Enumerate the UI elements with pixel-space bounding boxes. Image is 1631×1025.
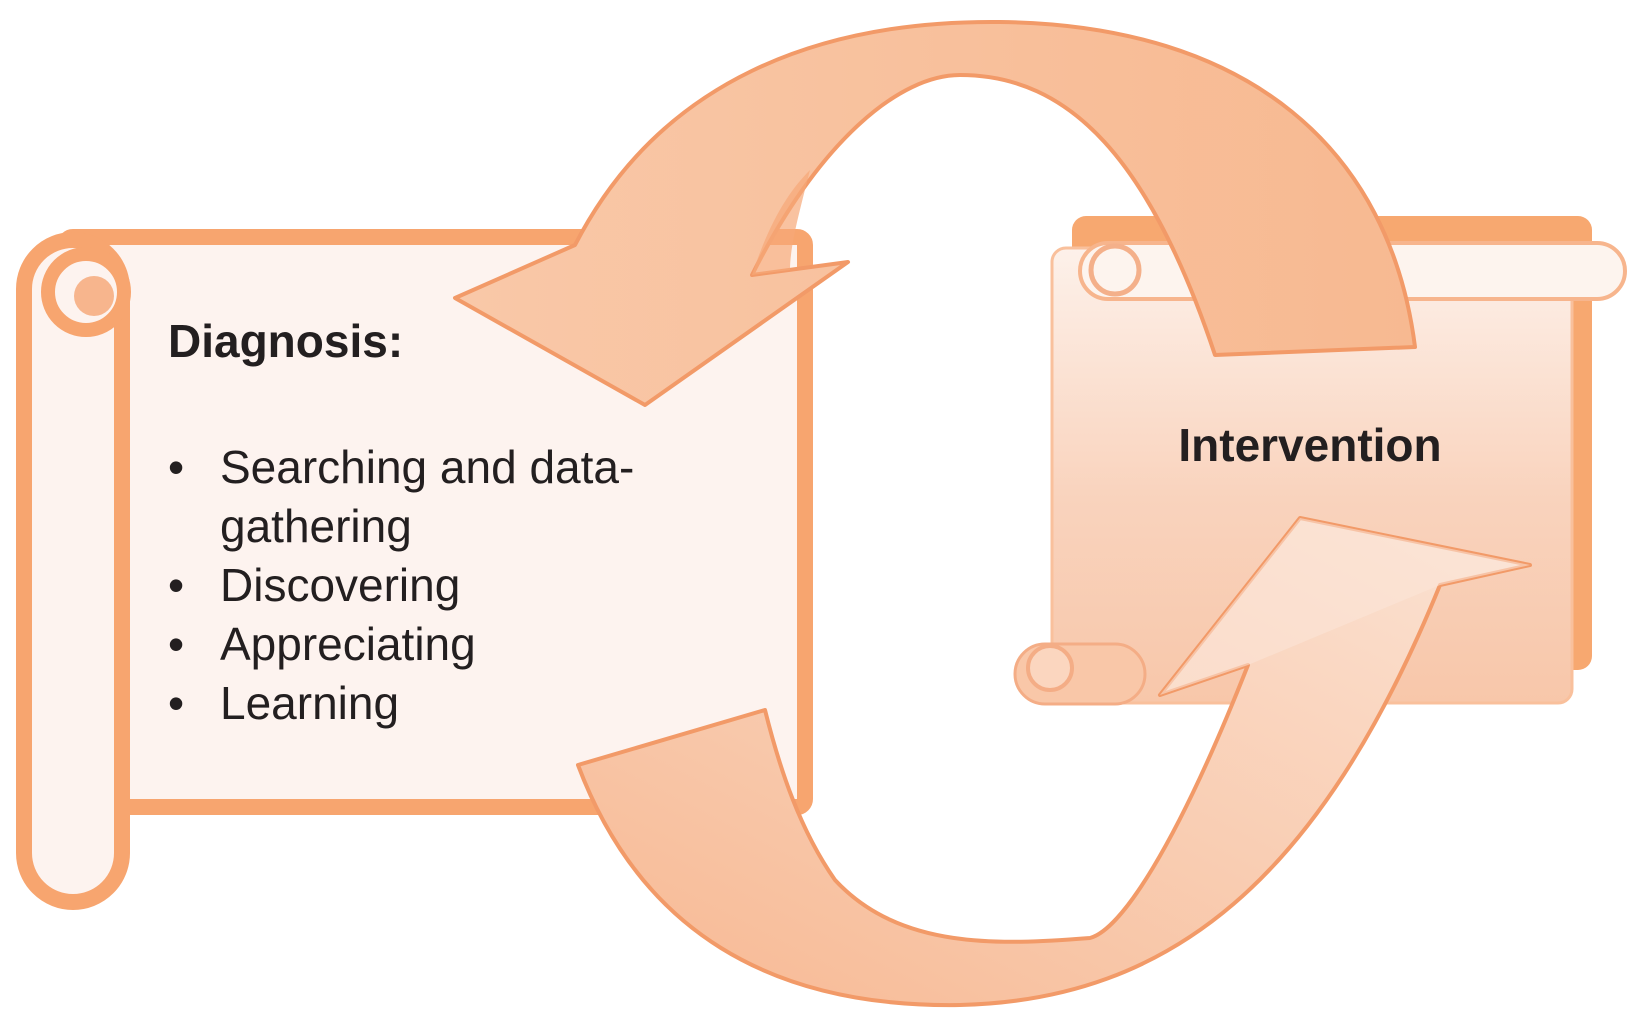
diagnosis-list: Searching and data-gathering Discovering… <box>168 438 688 733</box>
diagnosis-title: Diagnosis: <box>168 315 404 367</box>
list-item: Appreciating <box>168 615 688 674</box>
list-item: Searching and data-gathering <box>168 438 688 556</box>
diagnosis-roll-left <box>16 232 130 910</box>
top-arrow-shape <box>453 19 1417 407</box>
intervention-title: Intervention <box>1178 419 1442 471</box>
feedback-arrow-top <box>453 19 1417 407</box>
feedback-arrow-bottom <box>576 516 1532 1008</box>
list-item: Discovering <box>168 556 688 615</box>
list-item: Learning <box>168 674 688 733</box>
